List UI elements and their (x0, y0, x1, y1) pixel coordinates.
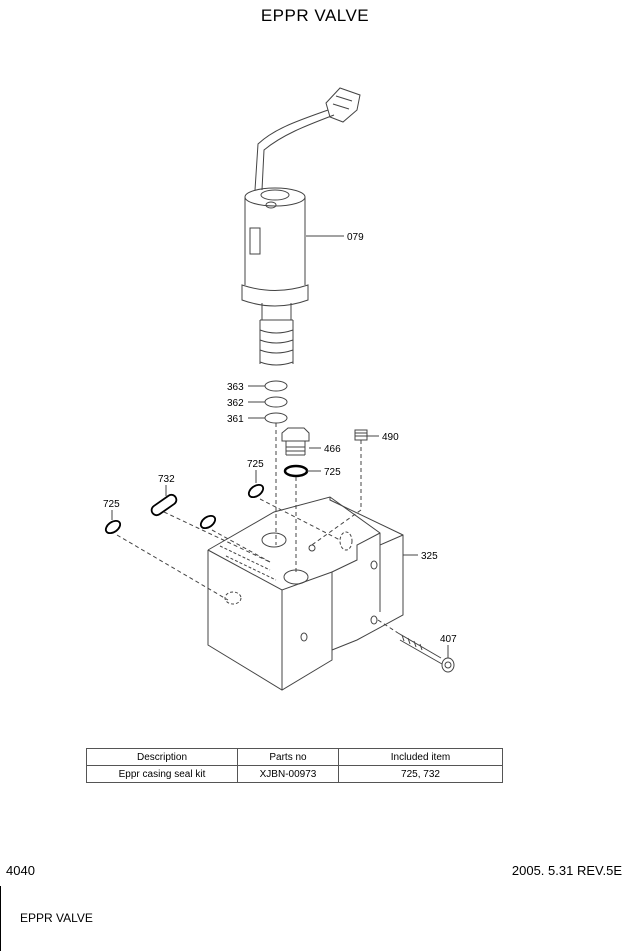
callout-490: 490 (382, 432, 399, 443)
o-ring-363 (264, 380, 288, 392)
plug-490 (354, 429, 368, 441)
revision-date: 2005. 5.31 REV.5E (511, 863, 622, 878)
callout-466: 466 (324, 444, 341, 455)
o-ring-362 (264, 396, 288, 408)
callout-407: 407 (440, 634, 457, 645)
column-header-description: Description (86, 748, 238, 766)
cell-included-item: 725, 732 (338, 765, 503, 783)
page-title: EPPR VALVE (260, 6, 370, 25)
divider (0, 886, 1, 951)
table-header-row: Description Parts no Included item (86, 748, 503, 766)
cell-description: Eppr casing seal kit (86, 765, 238, 783)
column-header-included-item: Included item (338, 748, 503, 766)
callout-732: 732 (158, 474, 175, 485)
exploded-parts-diagram: 079 363 362 361 490 466 725 725 732 725 … (103, 87, 457, 691)
plug-466 (281, 427, 310, 456)
o-ring-725-plug (283, 464, 309, 478)
bolt-407 (397, 632, 455, 673)
table-row: Eppr casing seal kit XJBN-00973 725, 732 (86, 765, 503, 783)
callout-079: 079 (347, 232, 364, 243)
connector-plug (254, 87, 361, 191)
callout-362: 362 (227, 398, 244, 409)
callout-725-left: 725 (103, 499, 120, 510)
column-header-parts-no: Parts no (237, 748, 339, 766)
valve-body-325 (207, 496, 404, 691)
cell-parts-no: XJBN-00973 (237, 765, 339, 783)
callout-361: 361 (227, 414, 244, 425)
callout-725-plug: 725 (324, 467, 341, 478)
section-title: EPPR VALVE (20, 911, 93, 925)
callout-363: 363 (227, 382, 244, 393)
page-number: 4040 (6, 863, 35, 878)
solenoid-coil (241, 187, 309, 366)
o-ring-361 (264, 412, 288, 424)
callout-725-right: 725 (247, 459, 264, 470)
seal-kit-table: Description Parts no Included item Eppr … (86, 748, 503, 783)
callout-325: 325 (421, 551, 438, 562)
